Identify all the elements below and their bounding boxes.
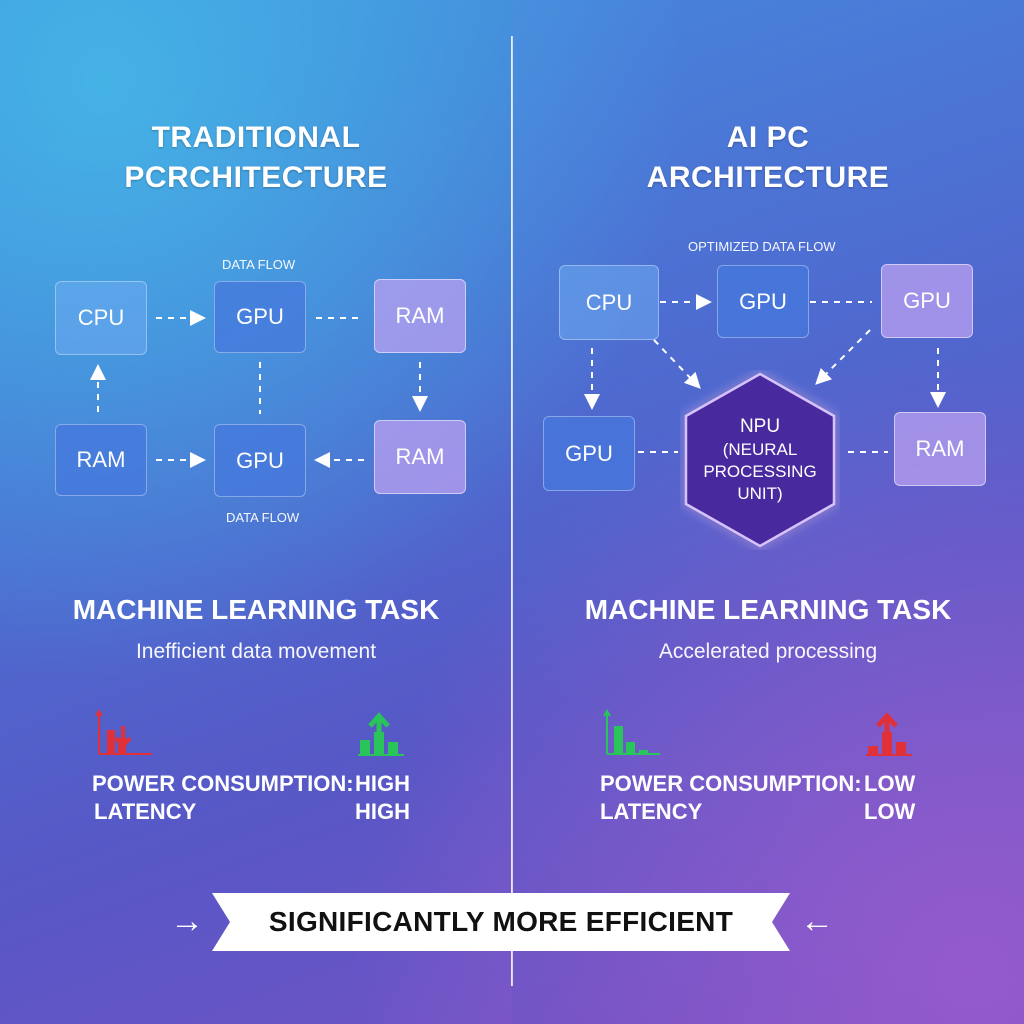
traditional-title-line1: TRADITIONAL xyxy=(151,121,361,154)
npu-desc-line1: (NEURAL xyxy=(722,439,798,459)
optimized-data-flow-label: OPTIMIZED DATA FLOW xyxy=(688,239,836,254)
efficiency-banner: SIGNIFICANTLY MORE EFFICIENT xyxy=(212,893,790,951)
traditional-task-subtitle: Inefficient data movement xyxy=(135,640,377,663)
ai-pc-panel: AI PC ARCHITECTURE OPTIMIZED DATA FLOW C… xyxy=(512,0,1024,1024)
chart-down-red-icon xyxy=(95,709,152,755)
ai-pc-task-subtitle: Accelerated processing xyxy=(658,640,878,663)
ai-pc-title-line2: ARCHITECTURE xyxy=(646,161,890,194)
ai-pc-latency-label: LATENCY xyxy=(600,799,703,824)
traditional-power-label: POWER CONSUMPTION: xyxy=(92,771,354,796)
npu-label: NPU xyxy=(739,415,781,437)
traditional-panel: TRADITIONAL PCRCHITECTURE DATA FLOW DATA… xyxy=(55,121,466,824)
banner-ribbon-shape xyxy=(212,893,790,951)
ram-box-top-right: RAM xyxy=(374,279,466,353)
npu-hexagon: NPU (NEURAL PROCESSING UNIT) xyxy=(680,370,840,550)
npu-desc-line2: PROCESSING xyxy=(703,461,817,481)
cpu-box: CPU xyxy=(559,265,659,340)
arrow-left-icon: ← xyxy=(800,902,834,940)
ai-pc-power-label: POWER CONSUMPTION: xyxy=(600,771,862,796)
gpu-box-top: GPU xyxy=(214,281,306,353)
traditional-latency-value: HIGH xyxy=(355,799,410,824)
traditional-latency-label: LATENCY xyxy=(94,799,197,824)
ai-pc-power-value: LOW xyxy=(864,771,916,796)
gpu-box-top: GPU xyxy=(717,265,809,338)
ram-box-bottom-left: RAM xyxy=(55,424,147,496)
ai-pc-title-line1: AI PC xyxy=(726,121,810,154)
traditional-title-line2: PCRCHITECTURE xyxy=(124,161,388,194)
chart-up-green-icon xyxy=(358,712,404,756)
banner-text: SIGNIFICANTLY MORE EFFICIENT xyxy=(268,906,734,937)
chart-up-red-icon xyxy=(866,712,912,756)
ai-pc-latency-value: LOW xyxy=(864,799,916,824)
ai-pc-task-title: MACHINE LEARNING TASK xyxy=(584,594,952,625)
arrow-right-icon: → xyxy=(170,902,204,940)
npu-desc-line3: UNIT) xyxy=(737,483,783,503)
ram-box-right: RAM xyxy=(894,412,986,486)
data-flow-label-bottom: DATA FLOW xyxy=(226,510,300,525)
chart-down-green-icon xyxy=(603,709,660,755)
gpu-box-left: GPU xyxy=(543,416,635,491)
traditional-task-title: MACHINE LEARNING TASK xyxy=(72,594,440,625)
traditional-power-value: HIGH xyxy=(355,771,410,796)
data-flow-label-top: DATA FLOW xyxy=(222,257,296,272)
cpu-box: CPU xyxy=(55,281,147,355)
ram-box-bottom-right: RAM xyxy=(374,420,466,494)
hexagon-shape-icon xyxy=(684,372,836,548)
gpu-box-bottom: GPU xyxy=(214,424,306,497)
panel-divider xyxy=(511,36,513,986)
gpu-box-top-right: GPU xyxy=(881,264,973,338)
